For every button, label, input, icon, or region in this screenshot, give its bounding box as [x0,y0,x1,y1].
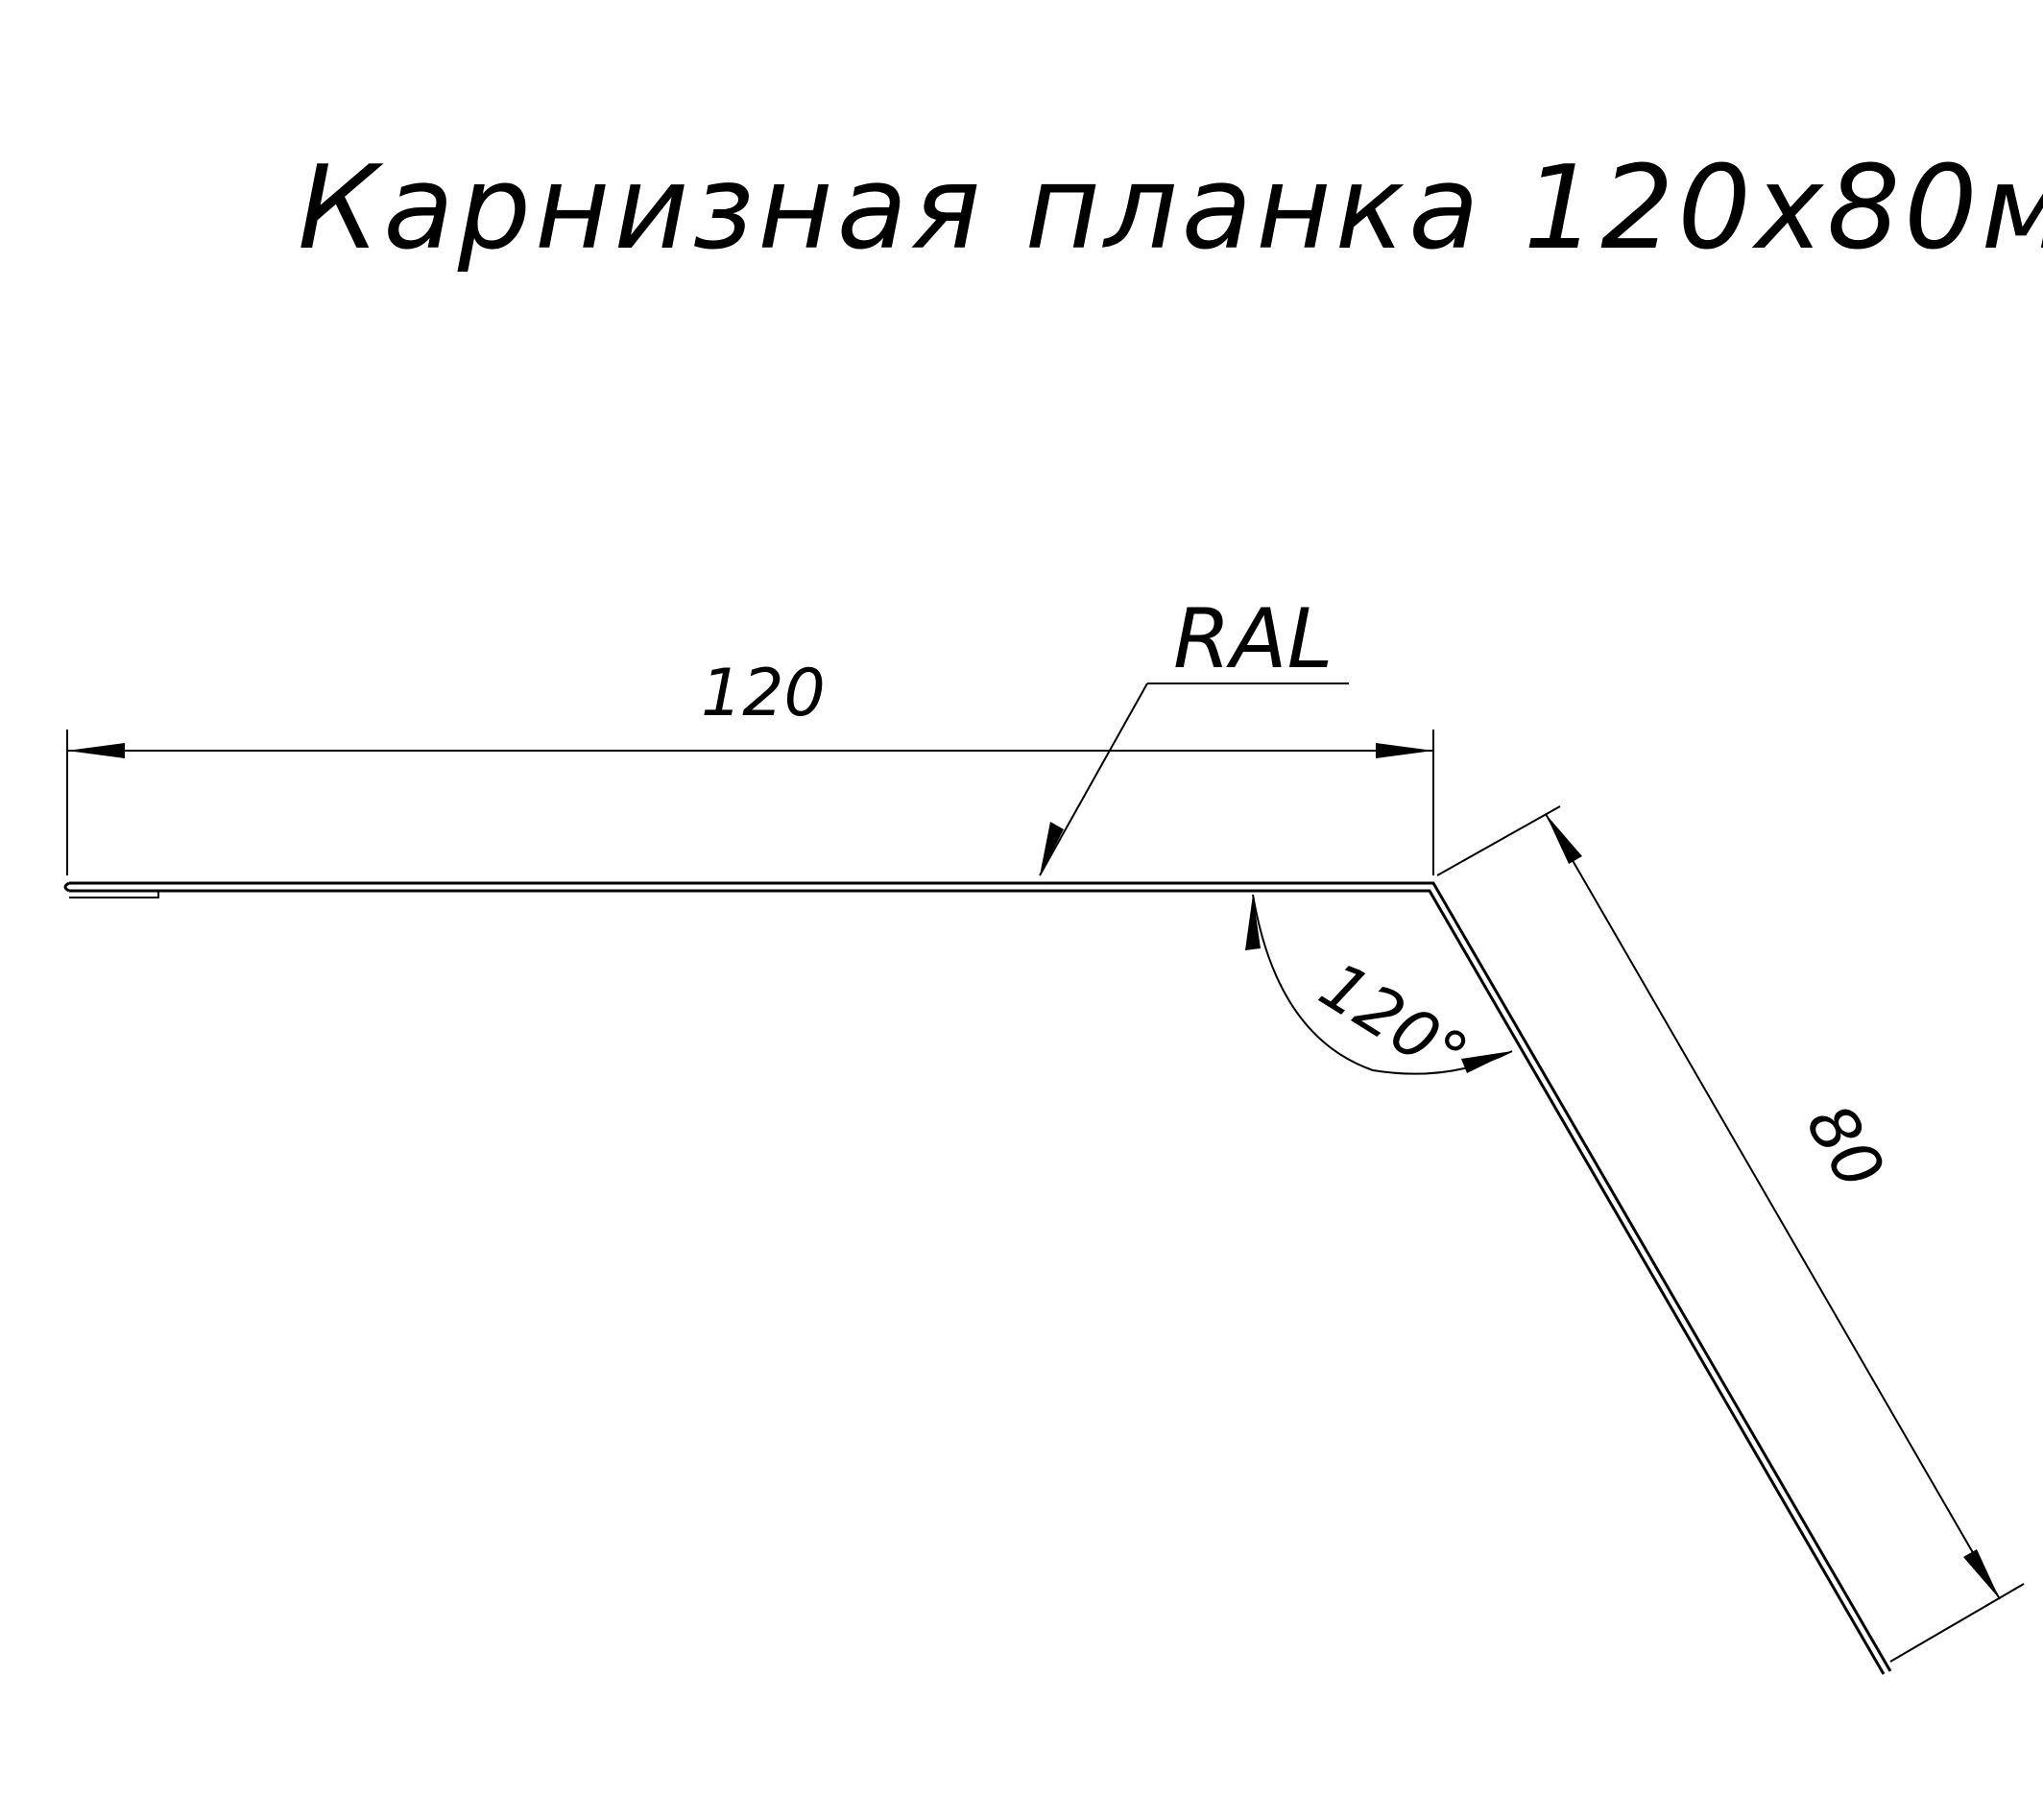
dimension-top-length: 120 [66,656,1434,875]
coating-leader: RAL [1039,591,1349,876]
drawing-title: Карнизная планка 120х80мм [298,142,2043,275]
dimension-bend-angle: 120° [1245,894,1513,1095]
dimension-bent-length-text: 80 [1791,1091,1898,1201]
coating-label: RAL [1173,591,1334,687]
sheet-profile [63,881,1892,1675]
dimension-top-length-text: 120 [701,656,826,731]
dimension-bent-length: 80 [1436,805,2025,1663]
